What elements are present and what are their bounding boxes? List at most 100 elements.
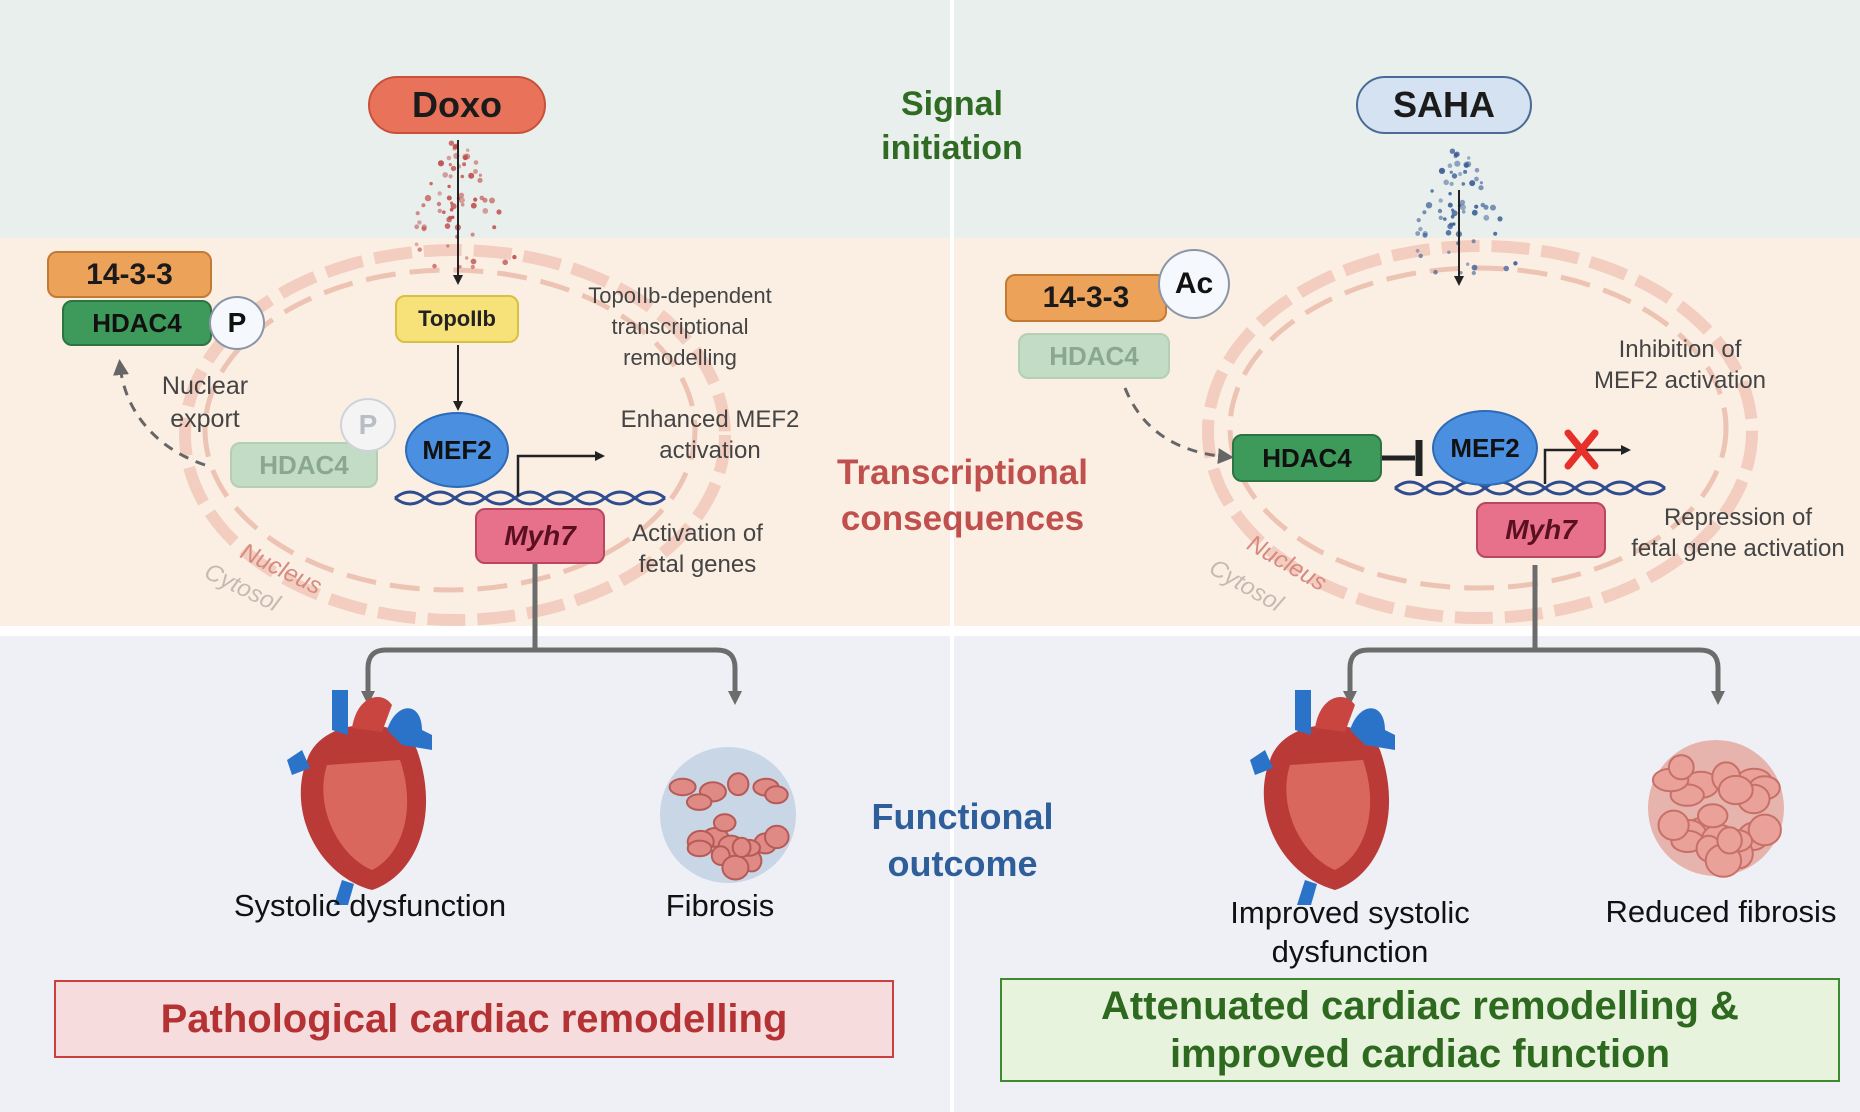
fibrosis-tissue-icon bbox=[660, 747, 796, 883]
saha-drug-pill: SAHA bbox=[1356, 76, 1532, 134]
right-myh7-box: Myh7 bbox=[1476, 502, 1606, 558]
particle-dot bbox=[1469, 180, 1476, 187]
tissue-cell bbox=[1747, 813, 1782, 847]
particle-dot bbox=[1466, 262, 1470, 266]
particle-dot bbox=[1430, 189, 1434, 193]
right-transcription-arrow bbox=[1543, 445, 1631, 484]
heart-icon-left bbox=[287, 690, 432, 905]
particle-dot bbox=[1461, 182, 1466, 186]
right-nucleus-outline bbox=[1227, 265, 1729, 591]
particle-dot bbox=[460, 202, 465, 207]
particle-dot bbox=[446, 244, 450, 248]
enhanced-mef2-line-2: activation bbox=[659, 437, 761, 465]
particle-dot bbox=[437, 160, 445, 167]
repression-x-icon bbox=[1564, 429, 1599, 470]
nuclear-export-label: Nuclear export bbox=[150, 370, 260, 435]
inhibition-line-1: Inhibition of bbox=[1618, 336, 1742, 363]
functional-outcome-label: Functional outcome bbox=[850, 794, 1075, 888]
nuclear-export-line-2: export bbox=[170, 404, 240, 433]
doxo-drug-pill: Doxo bbox=[368, 76, 546, 134]
left-14-3-3-box: 14-3-3 bbox=[47, 251, 212, 298]
particle-dot bbox=[424, 194, 432, 202]
particle-dot bbox=[477, 177, 483, 183]
topo-caption: TopoIIb-dependent transcriptional remode… bbox=[560, 280, 800, 374]
particle-dot bbox=[512, 254, 517, 260]
left-cytosol-outline bbox=[179, 244, 731, 626]
particle-dot bbox=[1474, 176, 1479, 182]
left-outcome-2-label: Fibrosis bbox=[665, 888, 775, 923]
repression-fetal-caption: Repression of fetal gene activation bbox=[1618, 502, 1858, 564]
particle-dot bbox=[1452, 222, 1456, 226]
particle-dot bbox=[1451, 173, 1458, 179]
particle-dot bbox=[496, 209, 502, 215]
particle-dot bbox=[1443, 217, 1447, 221]
particle-dot bbox=[1448, 192, 1452, 196]
particle-dot bbox=[421, 203, 426, 208]
left-phospho-badge: P bbox=[209, 296, 265, 350]
particle-dot bbox=[466, 148, 470, 152]
particle-dot bbox=[437, 208, 442, 214]
particle-dot bbox=[1471, 239, 1476, 244]
right-hdac4-faded-box: HDAC4 bbox=[1018, 333, 1170, 379]
inhibition-mef2-caption: Inhibition of MEF2 activation bbox=[1570, 334, 1790, 396]
signal-line-2: initiation bbox=[881, 129, 1023, 168]
particle-dot bbox=[447, 184, 451, 189]
particle-dot bbox=[1479, 181, 1483, 185]
tissue-cell bbox=[731, 836, 752, 859]
particle-dot bbox=[473, 169, 478, 174]
tissue-cell bbox=[1717, 774, 1754, 806]
particle-dot bbox=[444, 223, 451, 229]
particle-dot bbox=[458, 192, 465, 198]
heart-icon-right bbox=[1250, 690, 1395, 905]
particle-dot bbox=[1471, 264, 1478, 271]
particle-dot bbox=[1447, 223, 1453, 230]
right-cytosol-outline bbox=[1202, 240, 1758, 624]
left-phospho-faded-badge: P bbox=[340, 398, 396, 452]
particle-dot bbox=[1416, 218, 1421, 223]
left-nucleus-outline bbox=[202, 267, 698, 593]
particle-dot bbox=[1449, 148, 1456, 154]
tissue-cell bbox=[1697, 803, 1729, 829]
particle-dot bbox=[429, 181, 433, 186]
particle-dot bbox=[1463, 162, 1469, 168]
particle-dot bbox=[1445, 230, 1452, 236]
band-signal-initiation bbox=[0, 0, 1860, 238]
right-hdac4-box: HDAC4 bbox=[1232, 434, 1382, 482]
particle-dot bbox=[470, 258, 477, 265]
particle-dot bbox=[1497, 216, 1503, 222]
particle-dot bbox=[1438, 198, 1443, 203]
enhanced-mef2-caption: Enhanced MEF2 activation bbox=[600, 404, 820, 466]
left-dna-helix bbox=[394, 490, 666, 506]
particle-dot bbox=[448, 163, 452, 167]
activation-fetal-caption: Activation of fetal genes bbox=[610, 518, 785, 580]
particle-dot bbox=[448, 140, 455, 146]
enhanced-mef2-line-1: Enhanced MEF2 bbox=[620, 406, 800, 433]
pathological-summary-box: Pathological cardiac remodelling bbox=[54, 980, 894, 1058]
particle-dot bbox=[470, 232, 475, 237]
particle-dot bbox=[436, 201, 442, 207]
particle-dot bbox=[446, 195, 452, 201]
particle-dot bbox=[482, 197, 488, 203]
reduced-fibrosis-tissue-icon bbox=[1648, 740, 1784, 878]
transcriptional-consequences-label: Transcriptional consequences bbox=[820, 450, 1105, 541]
particle-dot bbox=[1459, 204, 1466, 211]
signal-initiation-label: Signal initiation bbox=[852, 82, 1052, 170]
left-mef2-oval: MEF2 bbox=[405, 412, 509, 488]
particle-dot bbox=[432, 263, 437, 269]
particle-dot bbox=[1461, 210, 1466, 214]
tissue-cell bbox=[764, 824, 790, 850]
particle-dot bbox=[1503, 265, 1509, 272]
right-outcome-1-line-1: Improved systolic bbox=[1230, 895, 1470, 930]
left-hdac4-faded-box: HDAC4 bbox=[230, 442, 378, 488]
right-outcome-1-label: Improved systolic dysfunction bbox=[1200, 894, 1500, 972]
particle-dot bbox=[1433, 269, 1438, 275]
saha-particles bbox=[1415, 148, 1518, 276]
particle-dot bbox=[417, 220, 422, 225]
tissue-cell bbox=[686, 839, 713, 858]
particle-dot bbox=[1438, 215, 1444, 220]
left-outcome-branch bbox=[361, 562, 742, 705]
left-myh7-box: Myh7 bbox=[475, 508, 605, 564]
particle-dot bbox=[439, 160, 443, 164]
particle-dot bbox=[1451, 210, 1458, 217]
particle-dot bbox=[468, 172, 475, 179]
